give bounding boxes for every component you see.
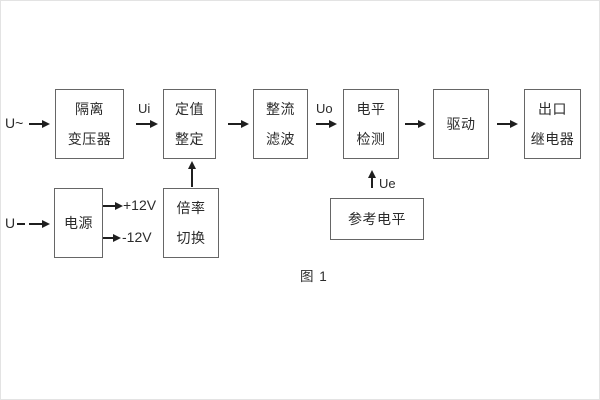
block-label: 隔离 (75, 101, 104, 117)
block-label: 变压器 (67, 131, 112, 147)
block-label: 驱动 (446, 116, 476, 132)
block-label: 切换 (176, 230, 206, 246)
block-level-detection: 电平 检测 (343, 89, 399, 159)
block-label: 继电器 (530, 131, 575, 147)
dc-input-label: U (5, 215, 16, 231)
block-label: 出口 (538, 101, 567, 117)
arrow-power-neg12v (103, 234, 121, 241)
figure-caption: 图 1 (300, 269, 328, 284)
ac-input-label: U~ (5, 115, 24, 131)
signal-uo-label: Uo (316, 101, 333, 116)
block-power-supply: 电源 (54, 188, 103, 258)
arrow-uo-to-level (316, 120, 337, 127)
dc-minus-dash (17, 223, 25, 225)
arrow-power-pos12v (103, 202, 123, 209)
block-rectify-filter: 整流 滤波 (253, 89, 308, 159)
arrow-ac-to-transformer (29, 120, 50, 127)
block-label: 整流 (266, 101, 295, 117)
block-ratio-switch: 倍率 切换 (163, 188, 219, 258)
arrow-ui-to-setting (136, 120, 158, 127)
arrow-dc-to-power (29, 220, 50, 227)
signal-ue-label: Ue (379, 176, 396, 191)
block-label: 倍率 (176, 200, 206, 216)
block-label: 滤波 (266, 131, 295, 147)
block-drive: 驱动 (433, 89, 489, 159)
arrow-setting-to-rectifier (228, 120, 249, 127)
block-label: 整定 (175, 131, 204, 147)
rail-neg12v-label: -12V (122, 229, 152, 245)
block-isolation-transformer: 隔离 变压器 (55, 89, 124, 159)
signal-ui-label: Ui (138, 101, 151, 116)
block-reference-level: 参考电平 (330, 198, 424, 240)
arrow-reference-to-level (368, 170, 375, 188)
arrow-ratio-to-setting (188, 161, 195, 187)
block-label: 电源 (64, 215, 93, 231)
block-label: 定值 (175, 101, 204, 117)
block-label: 电平 (356, 101, 386, 117)
rail-pos12v-label: +12V (123, 197, 157, 213)
block-label: 检测 (356, 131, 386, 147)
block-setting-adjustment: 定值 整定 (163, 89, 216, 159)
block-output-relay: 出口 继电器 (524, 89, 581, 159)
arrow-level-to-drive (405, 120, 426, 127)
arrow-drive-to-relay (497, 120, 518, 127)
block-label: 参考电平 (348, 211, 406, 227)
